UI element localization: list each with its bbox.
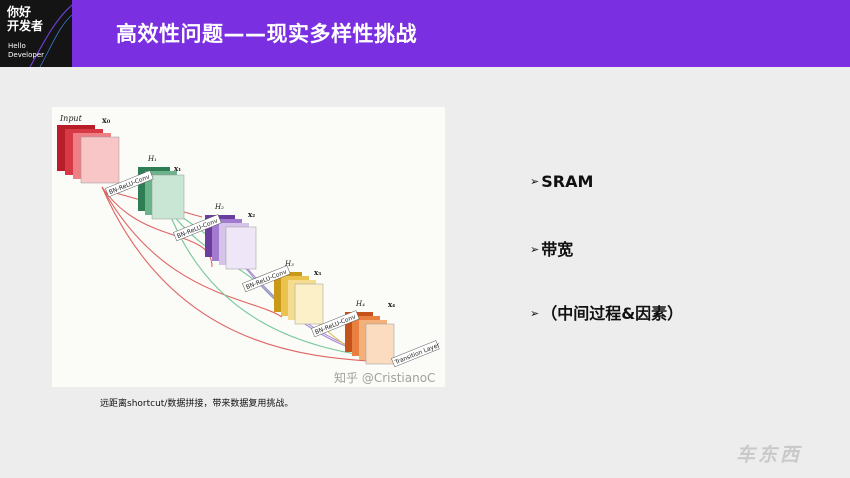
logo-line-1: 你好: [7, 5, 32, 19]
zhihu-watermark: 知乎 @CristianoC: [334, 371, 436, 385]
logo-chinese-text: 你好 开发者: [7, 5, 43, 33]
slide-title: 高效性问题——现实多样性挑战: [116, 22, 417, 46]
bullet-text: SRAM: [541, 172, 594, 191]
arrow-bullet-icon: ➢: [530, 243, 540, 256]
bullet-process-factors: ➢（中间过程&因素）: [530, 300, 683, 324]
x3-label: x₃: [314, 268, 321, 277]
logo-english-text: Hello Developer: [8, 42, 44, 60]
bullet-text: 带宽: [541, 240, 574, 259]
h1-label: H₁: [147, 155, 157, 163]
arrow-bullet-icon: ➢: [530, 175, 540, 188]
input-label: Input: [59, 114, 83, 123]
dense-block-4: [345, 312, 395, 365]
transition-label: Transition Layer: [393, 342, 441, 367]
h2-label: H₂: [214, 203, 224, 211]
input-block: [57, 125, 120, 184]
hello-developer-logo: 你好 开发者 Hello Developer: [0, 0, 72, 67]
h3-label: H₃: [284, 260, 294, 268]
chedongxi-watermark: 车东西: [736, 444, 803, 466]
x1-label: x₁: [174, 164, 181, 173]
bullet-text: （中间过程&因素）: [541, 304, 684, 323]
header-bar: 你好 开发者 Hello Developer 高效性问题——现实多样性挑战: [0, 0, 850, 67]
x0-label: x₀: [102, 115, 111, 125]
dense-connections: [101, 186, 383, 363]
logo-en-line-2: Developer: [8, 51, 45, 59]
dense-block-3: [274, 272, 324, 325]
h4-label: H₄: [355, 300, 365, 308]
densenet-diagram: BN-ReLU-Conv BN-ReLU-Conv BN-ReLU-Conv B…: [52, 107, 445, 387]
transition-label-box: Transition Layer: [391, 340, 441, 368]
arrow-bullet-icon: ➢: [530, 307, 540, 320]
figure-caption: 远距离shortcut/数据拼接，带来数据复用挑战。: [100, 399, 294, 409]
x2-label: x₂: [248, 210, 255, 219]
densenet-diagram-svg: BN-ReLU-Conv BN-ReLU-Conv BN-ReLU-Conv B…: [57, 114, 441, 368]
bullet-sram: ➢SRAM: [530, 172, 593, 191]
logo-line-2: 开发者: [7, 19, 44, 33]
logo-swoosh-graphic: [29, 4, 72, 67]
logo-en-line-1: Hello: [8, 42, 26, 50]
x4-label: x₄: [388, 300, 395, 309]
bullet-bandwidth: ➢带宽: [530, 236, 573, 260]
